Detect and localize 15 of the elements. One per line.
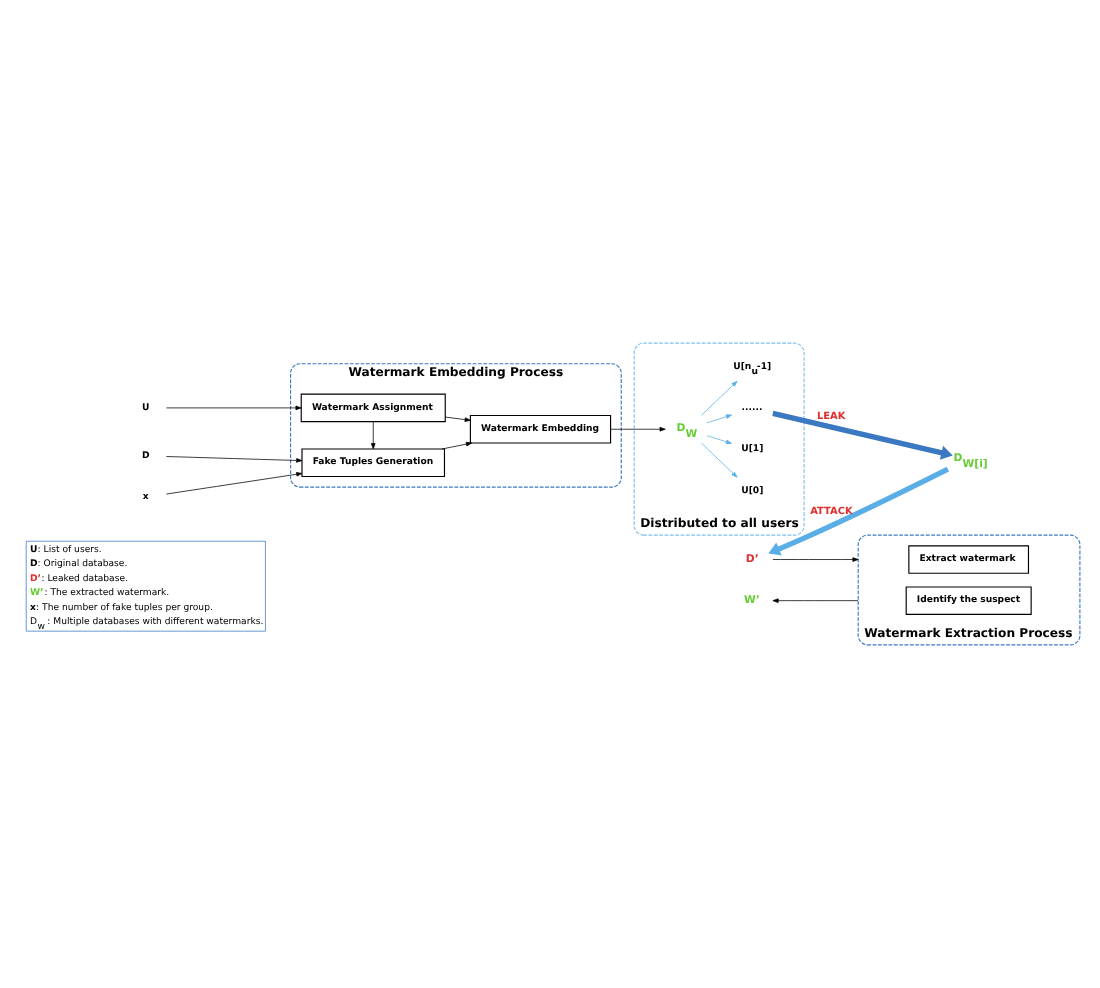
arrow <box>772 410 953 460</box>
arrow <box>772 598 859 603</box>
arrow <box>166 472 303 495</box>
arrow <box>701 442 738 478</box>
arrow <box>701 380 738 416</box>
arrow <box>444 416 471 422</box>
arrow <box>706 414 732 424</box>
arrow <box>371 421 376 450</box>
arrow <box>706 435 732 445</box>
arrow <box>166 456 303 463</box>
arrow <box>610 427 666 432</box>
arrow <box>768 466 950 556</box>
arrow <box>772 557 859 562</box>
arrow <box>441 441 473 450</box>
arrow <box>166 405 302 411</box>
